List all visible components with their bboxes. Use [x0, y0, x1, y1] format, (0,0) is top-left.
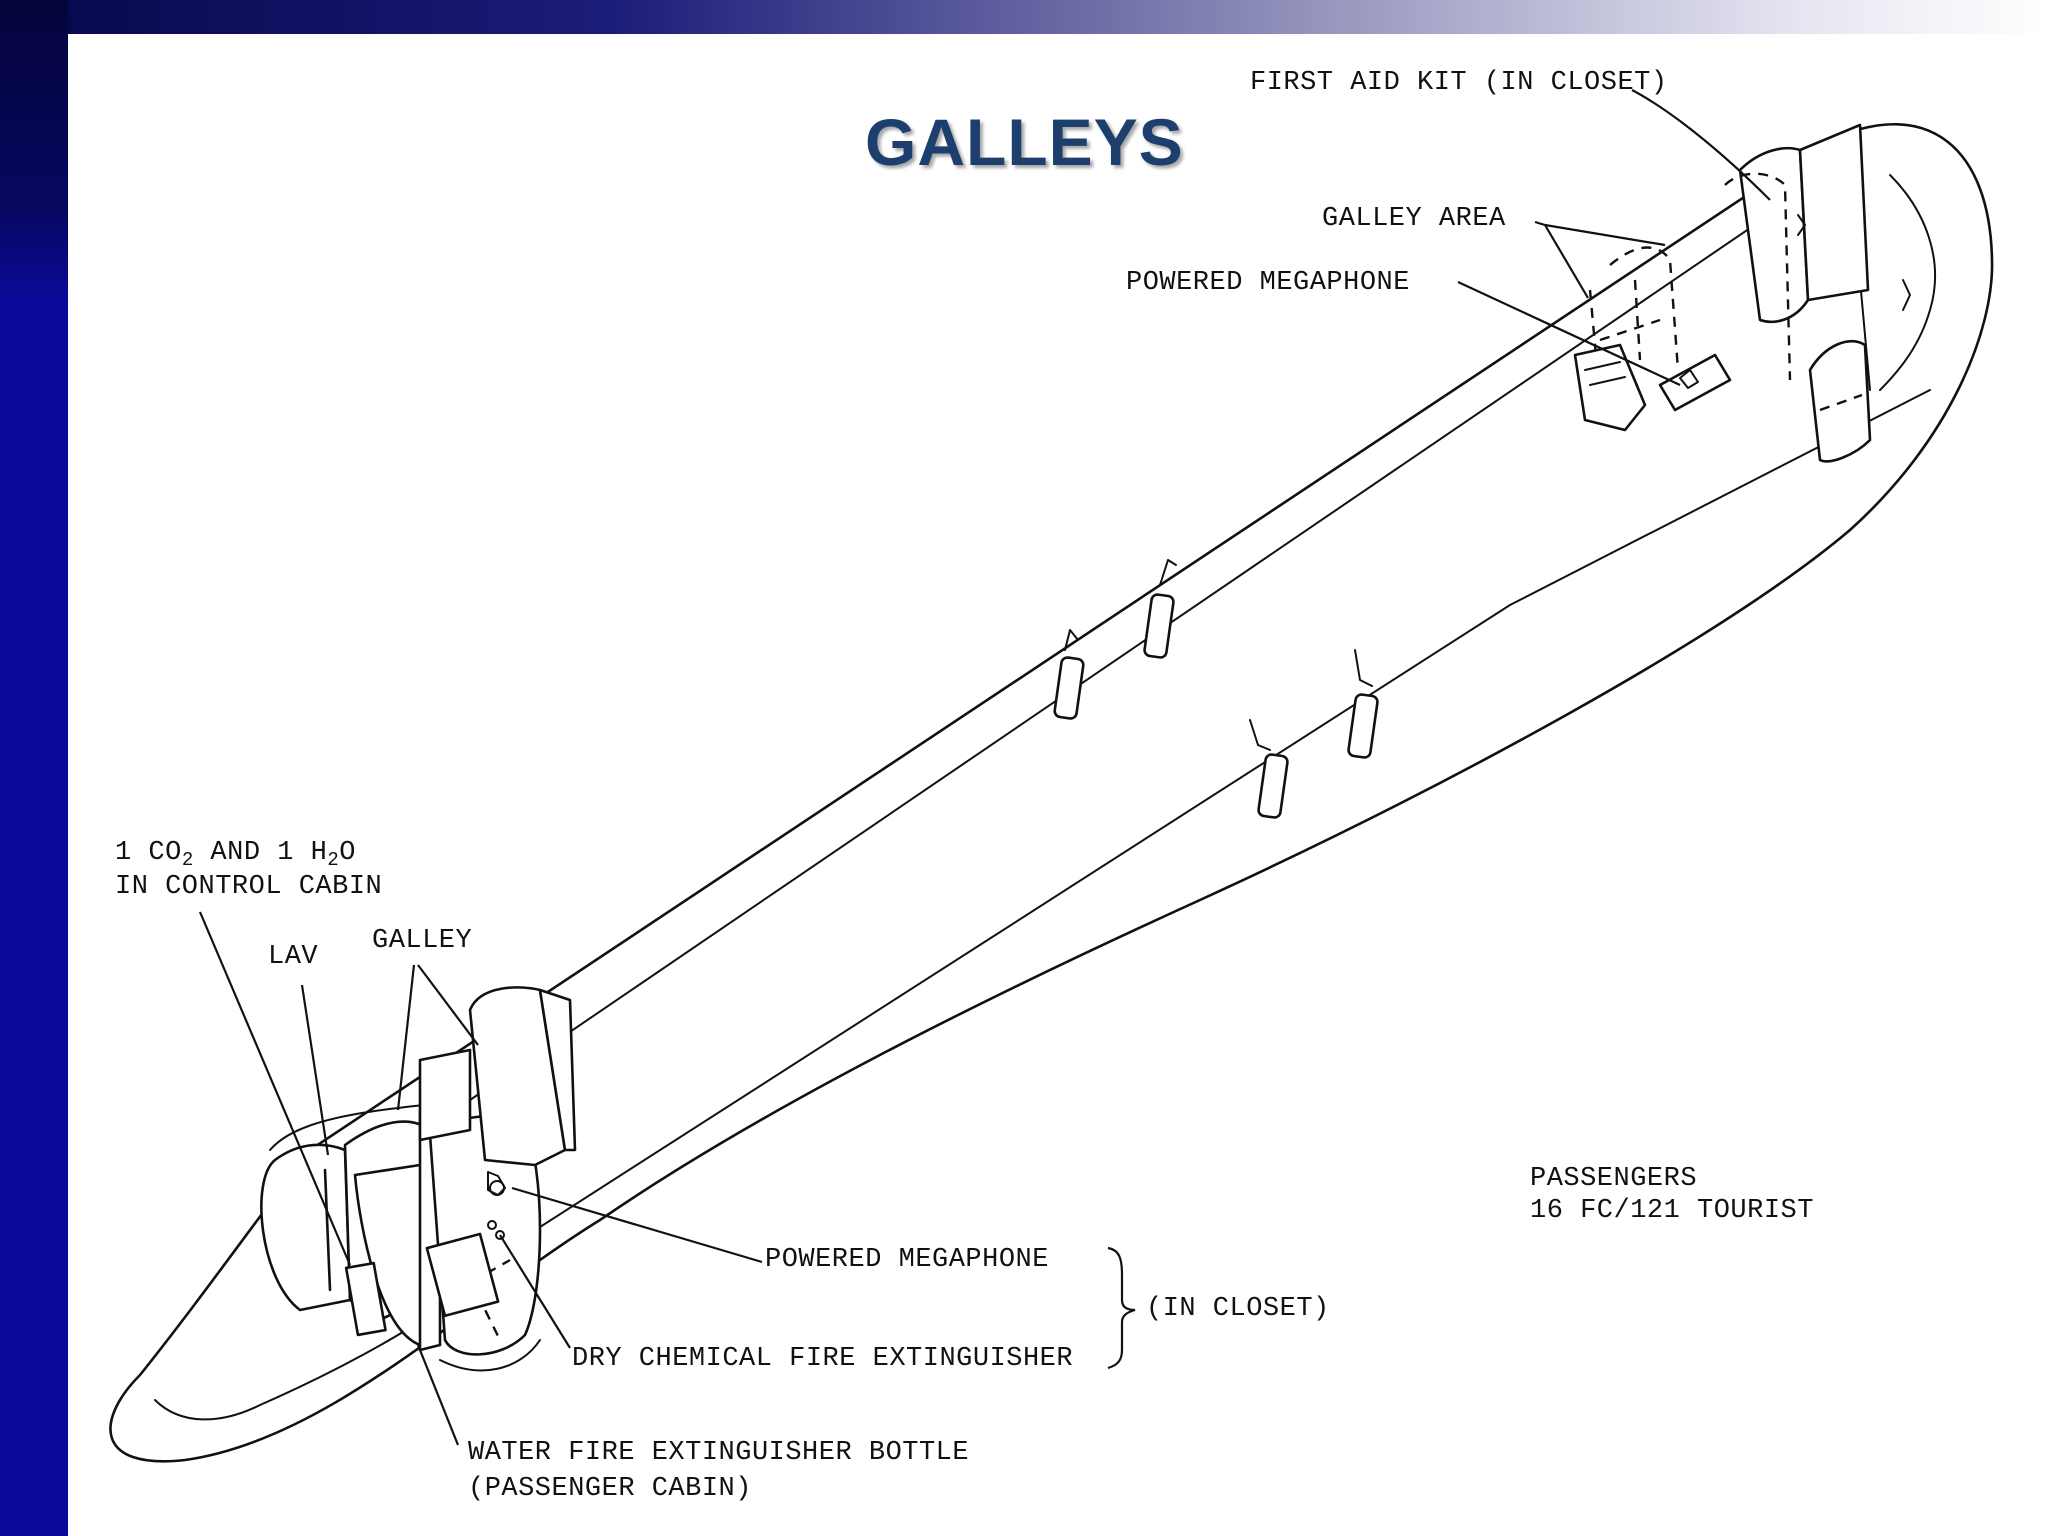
label-passenger-count: 16 FC/121 TOURIST — [1530, 1196, 1814, 1226]
label-powered-megaphone-aft: POWERED MEGAPHONE — [1126, 268, 1410, 298]
label-co2-h2o-text-b: AND 1 H — [193, 838, 328, 868]
label-passenger-cabin: (PASSENGER CABIN) — [468, 1474, 752, 1504]
aft-compartments — [1573, 123, 1911, 463]
label-co2-subscript: 2 — [181, 849, 194, 871]
label-galley-area: GALLEY AREA — [1322, 204, 1506, 234]
label-water-fire-extinguisher: WATER FIRE EXTINGUISHER BOTTLE — [468, 1438, 970, 1468]
label-in-control-cabin: IN CONTROL CABIN — [115, 872, 383, 902]
label-dry-chemical-extinguisher: DRY CHEMICAL FIRE EXTINGUISHER — [572, 1344, 1074, 1374]
label-lav: LAV — [268, 942, 319, 972]
title-bar-gradient — [0, 0, 2048, 34]
label-first-aid-kit: FIRST AID KIT (IN CLOSET) — [1250, 68, 1668, 98]
label-passengers: PASSENGERS — [1530, 1164, 1698, 1194]
label-in-closet: (IN CLOSET) — [1146, 1294, 1330, 1324]
label-powered-megaphone-fwd: POWERED MEGAPHONE — [765, 1245, 1049, 1275]
label-h2o-subscript: 2 — [327, 849, 340, 871]
label-galley: GALLEY — [372, 926, 473, 956]
label-co2-h2o-text-a: 1 CO — [115, 838, 182, 868]
label-co2-h2o-text-c: O — [339, 838, 356, 868]
left-dark-accent — [0, 0, 68, 300]
forward-compartments — [260, 986, 577, 1372]
leader-lines — [198, 89, 1771, 1446]
label-co2-h2o: 1 CO2 AND 1 H2O — [115, 836, 356, 877]
slide-title: GALLEYS — [865, 105, 1184, 179]
seat-fittings — [1053, 559, 1379, 819]
